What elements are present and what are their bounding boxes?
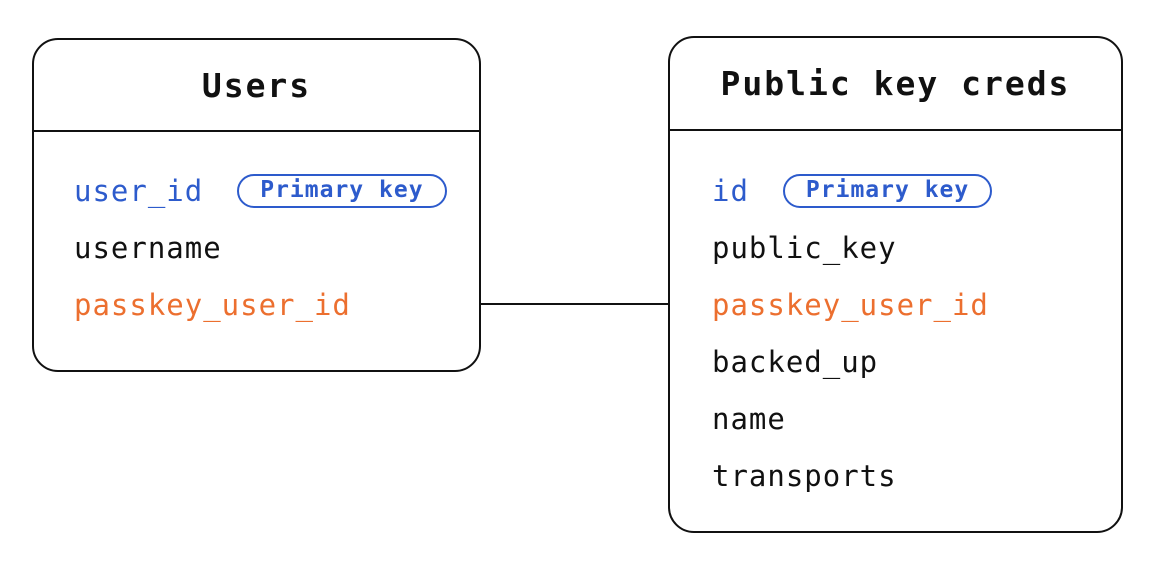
field-name: backed_up <box>712 344 879 379</box>
table-users: Users user_id Primary key username passkey_… <box>32 38 481 372</box>
field-name: user_id <box>74 173 204 208</box>
field-row-passkey_user_id: passkey_user_id <box>74 276 479 333</box>
field-row-user_id: user_id Primary key <box>74 162 479 219</box>
relationship-line <box>481 303 668 305</box>
primary-key-badge: Primary key <box>237 173 447 208</box>
primary-key-badge: Primary key <box>782 173 993 208</box>
field-name: passkey_user_id <box>74 287 351 322</box>
field-name: id <box>712 173 749 208</box>
field-row-public_key: public_key <box>712 219 1121 276</box>
field-row-username: username <box>74 219 479 276</box>
field-row-name: name <box>712 390 1121 447</box>
table-public-key-creds-title: Public key creds <box>720 64 1071 103</box>
field-row-transports: transports <box>712 447 1121 504</box>
field-name: passkey_user_id <box>712 287 989 322</box>
field-name: transports <box>712 458 897 493</box>
field-name: public_key <box>712 230 897 265</box>
table-public-key-creds: Public key creds id Primary key public_key… <box>668 36 1123 533</box>
field-name: name <box>712 401 786 436</box>
field-name: username <box>74 230 222 265</box>
field-row-passkey_user_id: passkey_user_id <box>712 276 1121 333</box>
field-row-id: id Primary key <box>712 162 1121 219</box>
table-users-header: Users <box>34 40 479 132</box>
field-row-backed_up: backed_up <box>712 333 1121 390</box>
table-users-title: Users <box>201 65 312 105</box>
table-public-key-creds-header: Public key creds <box>670 38 1121 131</box>
table-users-fields: user_id Primary key username passkey_user_i… <box>34 132 479 333</box>
